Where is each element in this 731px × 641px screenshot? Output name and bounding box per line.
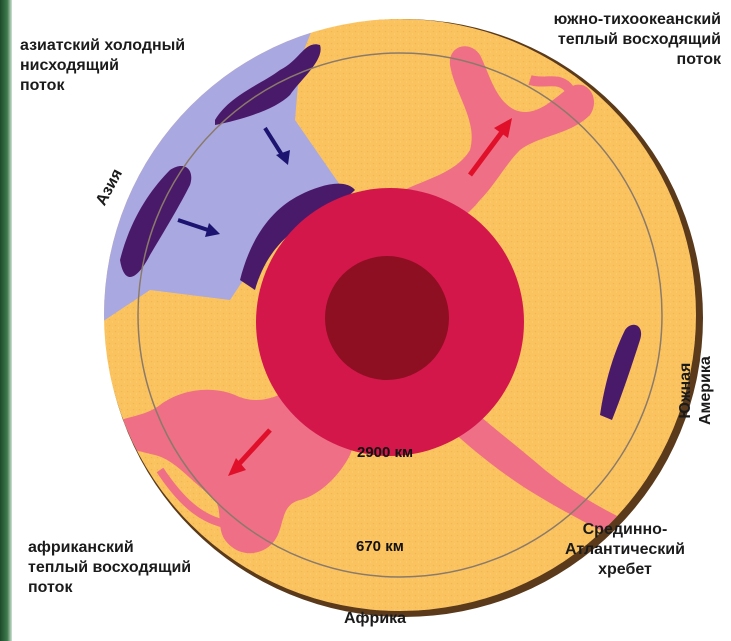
inner-core: [325, 256, 449, 380]
depth-2900km-label: 2900 км: [357, 444, 413, 461]
africa-label: Африка: [344, 609, 406, 629]
mid-atlantic-ridge-label: Срединно- Атлантический хребет: [565, 520, 685, 580]
south-america-label: Южная Америка: [676, 356, 716, 425]
pacific-warm-flow-label: южно-тихоокеанский теплый восходящий пот…: [554, 10, 721, 70]
depth-670km-label: 670 км: [356, 538, 404, 555]
asia-cold-flow-label: азиатский холодный нисходящий поток: [20, 36, 185, 96]
african-warm-flow-label: африканский теплый восходящий поток: [28, 538, 191, 598]
